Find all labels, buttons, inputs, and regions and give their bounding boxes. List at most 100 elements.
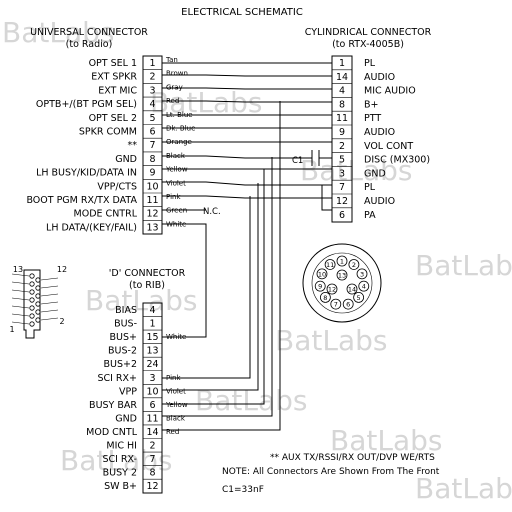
cylindrical-pin-label: GND: [364, 168, 386, 179]
face-pin: [35, 293, 41, 299]
universal-pin-box: [142, 55, 163, 235]
cylindrical-face-outer: [302, 243, 382, 323]
wire-color-label: Green: [166, 207, 187, 215]
d-pin-label: BIAS: [115, 305, 137, 316]
d-pin-number: 8: [149, 468, 155, 479]
d-wire-harness: [162, 101, 281, 431]
universal-pin-label: EXT MIC: [98, 85, 137, 96]
face-pin-leader: [40, 277, 59, 281]
face-pin-label: 13: [13, 265, 23, 274]
wire-brown: [162, 74, 332, 77]
cylindrical-pin-label: AUDIO: [364, 127, 395, 138]
universal-pin-label: EXT SPKR: [91, 72, 137, 83]
face-pin-leader: [40, 293, 59, 297]
d-pin-label: BUSY BAR: [89, 400, 137, 411]
nc-label: N.C.: [203, 207, 221, 217]
schematic-title: ELECTRICAL SCHEMATIC: [181, 7, 303, 18]
watermark: BatLabs: [415, 472, 512, 505]
wire-color-label: Gray: [166, 83, 183, 91]
cylindrical-face-pin: [314, 280, 326, 292]
cylindrical-pin-label: DISC (MX300): [364, 155, 430, 166]
d-pin-label: BUSY 2: [103, 468, 137, 479]
d-pin-number: 13: [146, 346, 158, 357]
d-wire-red: [162, 101, 281, 431]
face-pin: [35, 301, 41, 307]
jumper-audio: [321, 197, 332, 211]
capacitor-label: C1: [292, 156, 303, 166]
face-pin-label: 1: [9, 325, 14, 334]
wire-color-label: Red: [166, 97, 179, 105]
cylindrical-face-pin-number: 12: [328, 286, 336, 294]
universal-pin-label: OPT SEL 2: [89, 113, 137, 124]
cylindrical-connector-title: CYLINDRICAL CONNECTOR: [305, 27, 432, 38]
wire-violet: [162, 181, 332, 186]
wire-color-label: Dk. Blue: [166, 125, 195, 133]
wire-white: [162, 223, 207, 338]
face-pin: [29, 289, 35, 295]
face-pin-label: 2: [59, 317, 64, 326]
watermark: BatLabs: [2, 16, 114, 49]
cylindrical-face-pin: [319, 292, 331, 303]
universal-face-outline: [23, 269, 41, 339]
d-pin-number: 1: [149, 319, 155, 330]
cylindrical-face-pin-number: 1: [340, 258, 344, 266]
face-pin: [35, 285, 41, 291]
face-pin-label: 12: [57, 265, 67, 274]
face-pin-leader: [40, 285, 59, 289]
d-wire-pink: [162, 196, 251, 379]
cylindrical-face-pin-number: 7: [334, 301, 338, 309]
cylindrical-face-pin-number: 4: [362, 283, 366, 291]
d-pin-number: 12: [146, 481, 158, 492]
cylindrical-pin-label: MIC AUDIO: [364, 86, 416, 97]
cylindrical-face-pin-number: 14: [348, 286, 356, 294]
capacitor-value-note: C1=33nF: [222, 485, 264, 495]
universal-pin-label: LH DATA/(KEY/FAIL): [46, 222, 137, 233]
d-wire-color-label: White: [166, 333, 186, 341]
cylindrical-pin-number: 14: [336, 72, 348, 83]
cylindrical-pin-label: B+: [364, 99, 378, 110]
cylindrical-face-pin: [342, 298, 354, 310]
universal-pin-label: OPTB+/(BT PGM SEL): [36, 99, 137, 110]
cylindrical-pin-number: 9: [339, 127, 345, 138]
universal-pin-number: 10: [146, 181, 158, 192]
cylindrical-pin-number: 12: [336, 196, 348, 207]
cylindrical-pin-number: 1: [339, 58, 345, 69]
universal-pin-label: GND: [115, 154, 137, 165]
cylindrical-face-pin: [348, 259, 360, 270]
front-note: NOTE: All Connectors Are Shown From The …: [222, 467, 440, 477]
universal-pin-number: 8: [149, 154, 155, 165]
universal-pin-label: BOOT PGM RX/TX DATA: [26, 195, 137, 206]
cylindrical-pin-label: VOL CONT: [364, 141, 413, 152]
face-pin: [29, 297, 35, 303]
universal-connector-title: UNIVERSAL CONNECTOR: [30, 27, 148, 38]
d-pin-label: BUS+: [110, 332, 137, 343]
cylindrical-pin-number: 5: [339, 155, 345, 166]
d-pin-number: 14: [146, 427, 158, 438]
cylindrical-face-pin-number: 10: [318, 270, 326, 278]
face-pin: [29, 281, 35, 287]
cylindrical-face-pin: [336, 255, 348, 267]
d-pin-number: 2: [149, 441, 155, 452]
d-wire-color-label: Pink: [166, 374, 181, 382]
universal-pin-label: LH BUSY/KID/DATA IN: [36, 168, 137, 179]
watermark: BatLabs: [330, 424, 442, 457]
d-pin-label: SCI RX-: [102, 454, 137, 465]
watermark: BatLabs: [85, 284, 197, 317]
wire-color-label: Violet: [166, 179, 186, 187]
wire-color-label: Orange: [166, 138, 192, 146]
cylindrical-pin-number: 3: [339, 168, 345, 179]
d-pin-label: SCI RX+: [97, 373, 137, 384]
cylindrical-face-pin-number: 3: [360, 270, 364, 278]
cylindrical-pin-label: PTT: [364, 113, 381, 124]
d-pin-number: 7: [149, 454, 155, 465]
d-wire-color-label: Black: [166, 414, 186, 422]
face-pin: [35, 309, 41, 315]
cylindrical-pin-label: PL: [364, 58, 376, 69]
universal-pin-number: 4: [149, 99, 155, 110]
universal-pin-number: 6: [149, 127, 155, 138]
wire-color-label: Tan: [165, 56, 178, 64]
